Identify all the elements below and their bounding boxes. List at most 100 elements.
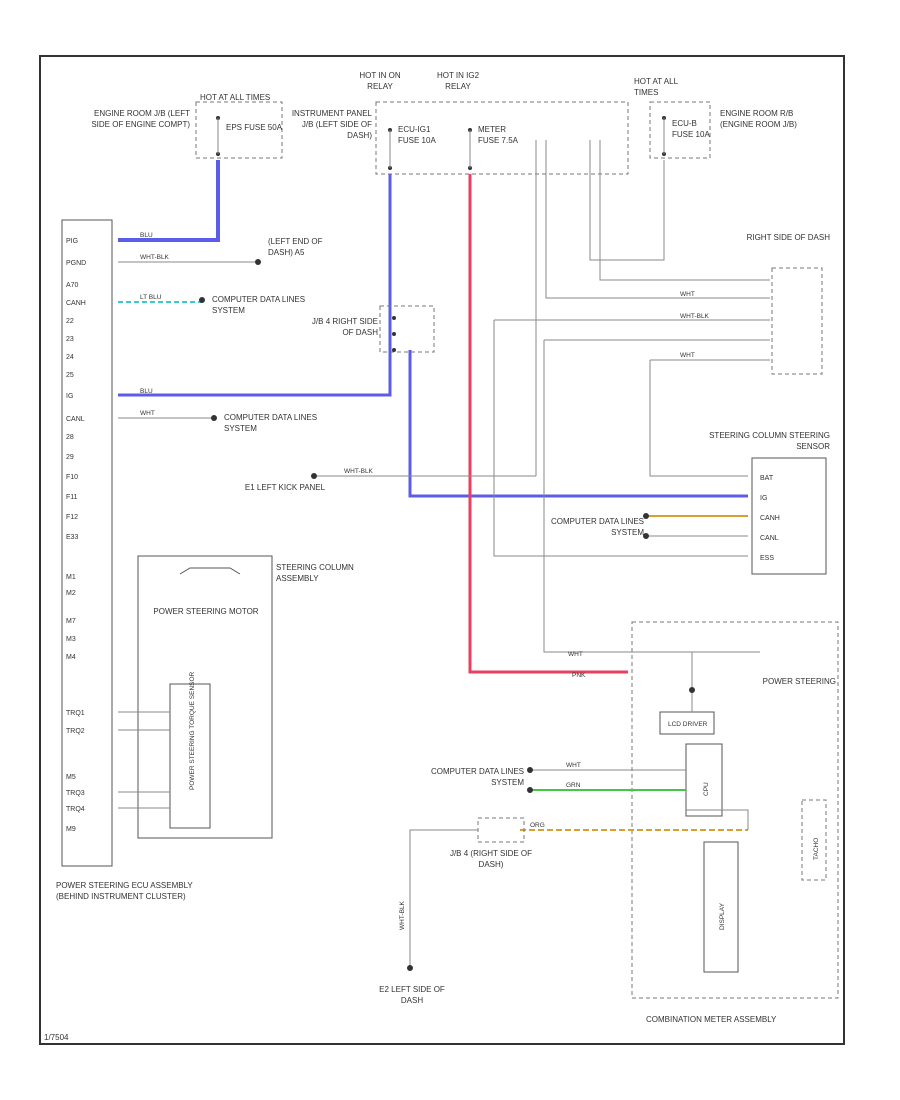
ecu-pin-label: 24 — [66, 354, 74, 361]
sensor-pin-label: ESS — [760, 555, 774, 562]
computer-data-lines-label-2: COMPUTER DATA LINES SYSTEM — [224, 413, 318, 433]
ecu-b-fuse-label: ECU-B FUSE 10A — [672, 119, 710, 139]
wire-gray-3 — [599, 140, 770, 281]
ecu-pin-label: TRQ4 — [66, 806, 85, 813]
combination-meter-box — [631, 621, 839, 999]
wire-gray-8 — [493, 320, 748, 557]
ecu-pin-list: PIGPGNDA70CANH22232425IGCANL2829F10F11F1… — [66, 238, 86, 833]
ground-e1-label: E1 LEFT KICK PANEL — [244, 483, 326, 492]
right-side-dash-label-wrap: RIGHT SIDE OF DASH — [747, 233, 830, 242]
ground-e1-point — [311, 473, 317, 479]
sensor-pin-label: IG — [760, 495, 767, 502]
tacho-box — [801, 799, 827, 881]
wire-label-wht-blk-4: WHT-BLK — [399, 900, 406, 930]
ecu-pin-label: 28 — [66, 434, 74, 441]
wire-label-blu-2: BLU — [140, 388, 153, 395]
ecu-b-fuse-label-wrap: ECU-B FUSE 10A — [672, 119, 710, 139]
computer-data-lines-label-4: COMPUTER DATA LINES SYSTEM — [430, 767, 524, 787]
ground-a5-point — [255, 259, 261, 265]
wire-gray-4 — [589, 140, 665, 261]
ecu-pin-label: F11 — [66, 494, 78, 501]
steering-column-assembly-box — [137, 555, 273, 839]
cdl4-label-wrap: COMPUTER DATA LINES SYSTEM — [430, 767, 524, 787]
wire-ig-blue — [118, 174, 392, 397]
ground-e1-label-wrap: E1 LEFT KICK PANEL — [244, 483, 326, 492]
ecu-pin-label: PGND — [66, 260, 86, 267]
lcd-driver-label: LCD DRIVER — [668, 721, 708, 728]
sensor-canh-point — [643, 513, 649, 519]
wire-pig-blue — [118, 160, 220, 242]
wire-gray-10 — [649, 360, 748, 477]
meter-fuse-label: METER FUSE 7.5A — [478, 125, 518, 145]
steering-sensor-box — [751, 457, 827, 575]
display-label: DISPLAY — [719, 902, 726, 930]
ecu-pin-label: F12 — [66, 514, 78, 521]
wire-label-lt-blu: LT BLU — [140, 294, 162, 301]
engine-room-rb-box — [649, 101, 711, 159]
ecu-pin-label: 25 — [66, 372, 74, 379]
wire-e2-ground — [409, 829, 478, 968]
wire-label-grn: GRN — [566, 782, 581, 789]
ecu-ig1-fuse-label-wrap: ECU-IG1 FUSE 10A — [398, 125, 436, 145]
sensor-pin-label: CANL — [760, 535, 779, 542]
left-end-dash-label: (LEFT END OF DASH) A5 — [268, 237, 323, 257]
engine-room-jb-label-wrap: ENGINE ROOM J/B (LEFT SIDE OF ENGINE COM… — [91, 109, 190, 129]
wire-label-wht-3: WHT — [680, 352, 695, 359]
wire-sensor-ig-blue — [408, 350, 748, 498]
canl-connector-point — [211, 415, 217, 421]
wire-meter-cpu — [686, 809, 749, 830]
jb4-right-side-label: J/B 4 RIGHT SIDE OF DASH — [311, 317, 378, 337]
ecu-assembly-label: POWER STEERING ECU ASSEMBLY (BEHIND INST… — [56, 881, 193, 901]
ecu-pin-label: TRQ1 — [66, 710, 85, 717]
computer-data-lines-label-1: COMPUTER DATA LINES SYSTEM — [212, 295, 306, 315]
ecu-pin-label: F10 — [66, 474, 78, 481]
wire-label-wht-blk-3: WHT-BLK — [344, 468, 374, 475]
ground-e2-label-wrap: E2 LEFT SIDE OF DASH — [379, 985, 445, 1005]
cdl1-label-wrap: COMPUTER DATA LINES SYSTEM — [212, 295, 306, 315]
meter-fuse-symbol — [468, 128, 472, 170]
cdl3-label-wrap: COMPUTER DATA LINES SYSTEM — [550, 517, 644, 537]
wire-gray-1 — [545, 140, 770, 299]
ecu-pin-label: CANL — [66, 416, 85, 423]
wire-label-wht-1: WHT — [140, 410, 155, 417]
hot-ig2-relay-label: HOT IN IG2 RELAY — [436, 71, 480, 91]
torque-sensor-box — [169, 683, 211, 829]
ecu-ig1-fuse-symbol — [388, 128, 392, 170]
hot-at-all-times-left-label: HOT AT ALL TIMES — [200, 93, 270, 102]
instrument-panel-jb-label: INSTRUMENT PANEL J/B (LEFT SIDE OF DASH) — [291, 109, 372, 140]
wire-label-pnk: PNK — [572, 672, 586, 679]
ecu-pin-label: M5 — [66, 774, 76, 781]
sensor-canl-point — [643, 533, 649, 539]
ecu-pin-label: IG — [66, 393, 73, 400]
ecu-assembly-label-wrap: POWER STEERING ECU ASSEMBLY (BEHIND INST… — [56, 881, 193, 901]
wire-label-wht-5: WHT — [566, 762, 581, 769]
tacho-label: TACHO — [813, 838, 820, 860]
engine-room-rb-label-wrap: ENGINE ROOM R/B (ENGINE ROOM J/B) — [720, 109, 797, 129]
ecu-pin-label: M4 — [66, 654, 76, 661]
jb4-bottom-box — [477, 817, 525, 843]
steering-column-assembly-label: STEERING COLUMN ASSEMBLY — [276, 563, 354, 583]
ecu-pin-label: CANH — [66, 300, 86, 307]
diagram-frame — [39, 55, 845, 1045]
wire-label-wht-4: WHT — [568, 651, 583, 658]
ecu-pin-label: PIG — [66, 238, 78, 245]
ecu-pin-label: M7 — [66, 618, 76, 625]
cpu-box — [685, 743, 723, 817]
motor-label-wrap: POWER STEERING MOTOR — [153, 607, 258, 616]
jb4-bottom-label: J/B 4 (RIGHT SIDE OF DASH) — [449, 849, 533, 869]
ecu-b-fuse-symbol — [662, 116, 666, 156]
instrument-panel-jb-label-wrap: INSTRUMENT PANEL J/B (LEFT SIDE OF DASH) — [291, 109, 372, 140]
ecu-pin-label: 29 — [66, 454, 74, 461]
jb4-label-wrap: J/B 4 RIGHT SIDE OF DASH — [311, 317, 378, 337]
ecu-pin-label: TRQ3 — [66, 790, 85, 797]
ecu-ig1-fuse-label: ECU-IG1 FUSE 10A — [398, 125, 436, 145]
computer-data-lines-label-3: COMPUTER DATA LINES SYSTEM — [550, 517, 644, 537]
meter-canl-point — [527, 787, 533, 793]
canh-connector-point — [199, 297, 205, 303]
wire-meter-red — [468, 174, 628, 674]
meter-junction-point — [689, 687, 695, 693]
ecu-pin-label: TRQ2 — [66, 728, 85, 735]
jb4-pin-3 — [392, 348, 396, 352]
